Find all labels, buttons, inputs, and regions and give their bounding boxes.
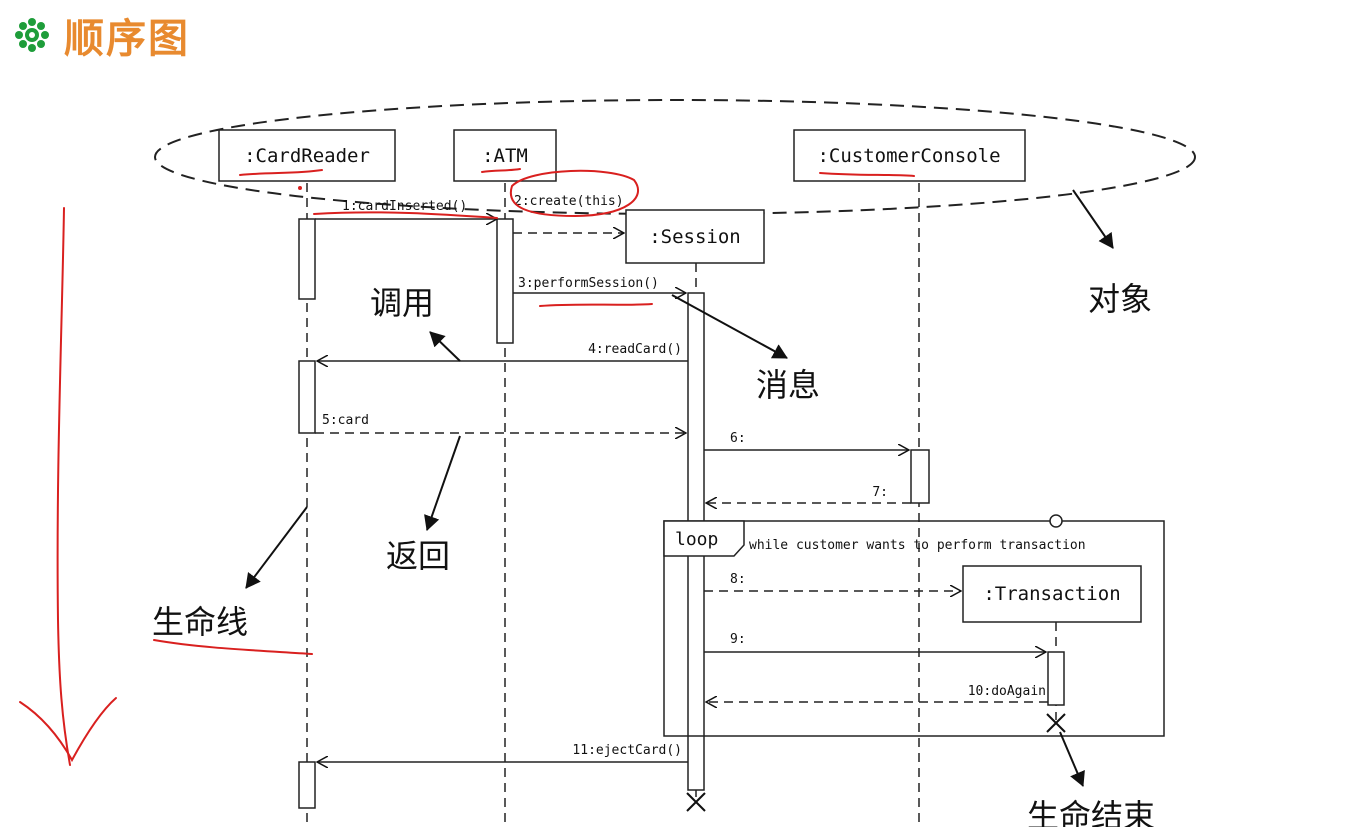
lifeline-note-arrow [245,506,308,589]
page-title: 顺序图 [64,16,190,62]
message-4-label: 4:readCard() [588,342,682,357]
object-label: :Session [649,226,741,248]
red-circle-create [509,169,640,218]
call-note-arrow [429,331,461,362]
activation-atm-1 [496,218,514,344]
red-underline-cardreader [239,169,323,176]
objects-note: 对象 [1088,280,1152,318]
object-atm: :ATM [453,129,557,182]
message-note-arrow [671,294,788,359]
call-note: 调用 [370,284,434,322]
message-8-label: 8: [730,572,746,587]
activation-transaction [1047,651,1065,706]
loop-condition: while customer wants to perform transact… [749,538,1086,553]
message-2-label: 2:create(this) [514,194,624,209]
red-time-arrowhead [19,697,117,763]
red-dot [298,186,302,190]
message-9-label: 9: [730,632,746,647]
object-label: :CardReader [244,145,370,167]
object-transaction: :Transaction [962,565,1142,623]
message-6-label: 6: [730,431,746,446]
destroy-mark-transaction [1046,713,1066,733]
red-underline-lifeline [153,639,313,655]
objects-note-arrow [1072,189,1114,249]
object-label: :Transaction [983,583,1120,605]
object-cardreader: :CardReader [218,129,396,182]
message-11-label: 11:ejectCard() [572,743,682,758]
return-note: 返回 [386,537,450,575]
message-7-label: 7: [872,485,888,500]
activation-cardreader-3 [298,761,316,809]
red-time-arrow [56,207,71,766]
red-underline-msg1 [313,211,498,219]
end-note: 生命结束 [1027,797,1155,827]
object-label: :CustomerConsole [817,145,1000,167]
loop-tag: loop [675,529,718,550]
message-note: 消息 [756,366,820,404]
page-header: 顺序图 [14,10,190,62]
activation-cardreader-1 [298,218,316,300]
end-note-arrow [1059,731,1085,787]
object-console: :CustomerConsole [793,129,1026,182]
message-10-label: 10:doAgain [968,684,1046,699]
object-session: :Session [625,209,765,264]
gear-flower-icon [15,18,49,52]
message-5-label: 5:card [322,413,369,428]
lifeline-note: 生命线 [152,603,248,641]
return-note-arrow [424,435,461,531]
message-1-label: 1:cardInserted() [342,199,467,214]
activation-console [910,449,930,504]
red-underline-console [819,172,915,177]
destroy-mark-session [686,792,706,812]
activation-cardreader-2 [298,360,316,434]
object-label: :ATM [482,145,528,167]
loop-frame: loop while customer wants to perform tra… [663,514,1165,737]
red-underline-perform [539,303,653,307]
message-3-label: 3:performSession() [518,276,659,291]
red-underline-atm [481,168,521,173]
